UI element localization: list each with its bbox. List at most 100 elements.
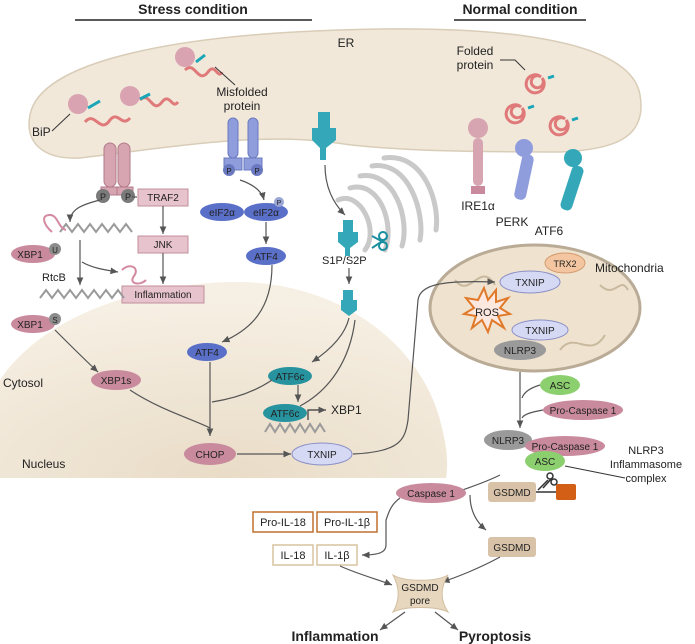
perk-p-left: P	[226, 167, 231, 176]
caspase1-node	[396, 483, 466, 503]
atf6c-node-2	[263, 404, 307, 422]
xbp1s-s-badge	[49, 313, 61, 325]
xbp1s-text: XBP1s	[101, 376, 132, 387]
normal-condition-header: Normal condition	[462, 1, 577, 17]
pyroptosis-outcome: Pyroptosis	[459, 628, 532, 644]
arrow-cleaved-atf6c	[311, 317, 350, 363]
txnip-mito-text-1: TXNIP	[515, 278, 545, 289]
misfolded-label-line1: Misfolded	[216, 85, 267, 99]
perk-p-right: P	[254, 167, 259, 176]
atf6c-text-2: ATF6c	[271, 409, 300, 420]
asc-text-1: ASC	[550, 381, 571, 392]
xbp1u-text: XBP1	[17, 250, 43, 261]
atf4-node-2	[187, 343, 227, 361]
bip-pointer	[51, 113, 71, 132]
arrow-asc-join	[521, 384, 541, 399]
xbp1s-s-text: S	[52, 316, 57, 325]
ire1-monomer	[468, 118, 488, 194]
pro-il1b-text: Pro-IL-1β	[324, 517, 370, 529]
er-label: ER	[338, 36, 355, 50]
inflammasome-label-2: Inflammasome	[610, 459, 682, 471]
arrow-s1p-atf6c	[299, 319, 356, 407]
misfolded-pointer	[214, 66, 236, 86]
s1p-s2p-label: S1P/S2P	[322, 255, 367, 267]
folded-pointer	[500, 59, 526, 71]
asc-node-2	[525, 451, 565, 471]
pro-casp1-text-1: Pro-Caspase 1	[550, 406, 617, 417]
eif2a-phospho	[274, 197, 284, 207]
perk-label: PERK	[496, 215, 529, 229]
xbp1-gene-dna	[264, 422, 326, 434]
gsdmd-pore-text-2: pore	[410, 596, 430, 607]
xbp1s-mrna	[39, 288, 125, 300]
nlrp3-complex-node	[484, 430, 532, 450]
eif2a-node-1	[200, 203, 244, 221]
il1b-text: IL-1β	[324, 550, 349, 562]
atf4-node-1	[246, 247, 286, 265]
xbp1u-mrna	[59, 222, 133, 234]
ire1-phospho-right	[121, 189, 135, 203]
xbp1u-u-badge	[49, 243, 61, 255]
txnip-mito-node-1	[499, 270, 561, 294]
atf6-label: ATF6	[535, 224, 564, 238]
xbp1-gene-label: XBP1	[331, 403, 362, 417]
atf6-monomer	[560, 149, 584, 211]
pro-il18-box	[252, 511, 314, 533]
scissors-icon	[537, 472, 558, 491]
xbp1u-node	[11, 245, 55, 263]
misfolded-protein-group	[83, 66, 224, 127]
il18-text: IL-18	[280, 550, 305, 562]
txnip-nuc-node	[291, 442, 353, 466]
stress-condition-header: Stress condition	[138, 1, 248, 17]
atf6-stress-protein	[312, 112, 336, 160]
arrow-cleaved-gsdmd	[469, 494, 487, 531]
txnip-mito-text-2: TXNIP	[525, 326, 555, 337]
ire1-p-left: P	[100, 192, 106, 202]
arrow-atf6-golgi	[324, 164, 346, 216]
xbp1-intron-cut	[121, 265, 147, 285]
ire1-phospho-left	[96, 189, 110, 203]
chop-node	[184, 443, 236, 465]
txnip-mito-node-2	[511, 319, 569, 341]
perk-phospho-left	[223, 164, 235, 176]
folded-protein-group	[504, 73, 570, 137]
atf4-text-1: ATF4	[254, 252, 278, 263]
arrow-perk-eif2a	[239, 179, 266, 201]
perk-monomer	[514, 139, 534, 200]
xbp1s-node	[91, 370, 141, 390]
arrow-intron-release	[81, 261, 119, 275]
txnip-nuc-text: TXNIP	[307, 450, 337, 461]
gsdmd-node-2	[488, 537, 536, 557]
xbp1s-small-text: XBP1	[17, 320, 43, 331]
eif2a-node-2	[244, 203, 288, 221]
arrow-caspase1-il	[361, 497, 401, 559]
gsdmd-node-1	[488, 482, 536, 502]
inflammasome-pointer	[564, 465, 626, 479]
xbp1s-small-node	[11, 315, 55, 333]
ros-text: ROS	[475, 307, 499, 319]
chop-text: CHOP	[196, 450, 225, 461]
gsdmd-text-2: GSDMD	[493, 543, 530, 554]
folded-protein-tags	[527, 74, 579, 122]
bip-label: BiP	[32, 125, 51, 139]
arrow-xbp1-promoter	[307, 406, 326, 420]
golgi-apparatus	[335, 155, 440, 253]
eif2a-text-2: eIF2α	[253, 208, 279, 219]
nlrp3-mito-node	[494, 340, 546, 360]
trx2-node	[544, 252, 586, 274]
pro-casp1-text-2: Pro-Caspase 1	[532, 442, 599, 453]
bip-proteins	[68, 47, 195, 114]
il18-box	[272, 544, 314, 566]
atf6-golgi-protein	[338, 220, 358, 256]
atf6c-node-1	[268, 367, 312, 385]
arrow-gsdmd-pore	[441, 556, 501, 583]
gsdmd-c-term	[556, 484, 576, 500]
scissors-icon	[371, 231, 388, 251]
atf6-cleaved-protein	[341, 290, 357, 316]
arrow-xbp1s-translate	[54, 329, 99, 373]
ros-burst-icon	[461, 285, 513, 335]
asc-text-2: ASC	[535, 457, 556, 468]
nucleus	[0, 281, 448, 478]
misfolded-label-line2: protein	[224, 99, 261, 113]
